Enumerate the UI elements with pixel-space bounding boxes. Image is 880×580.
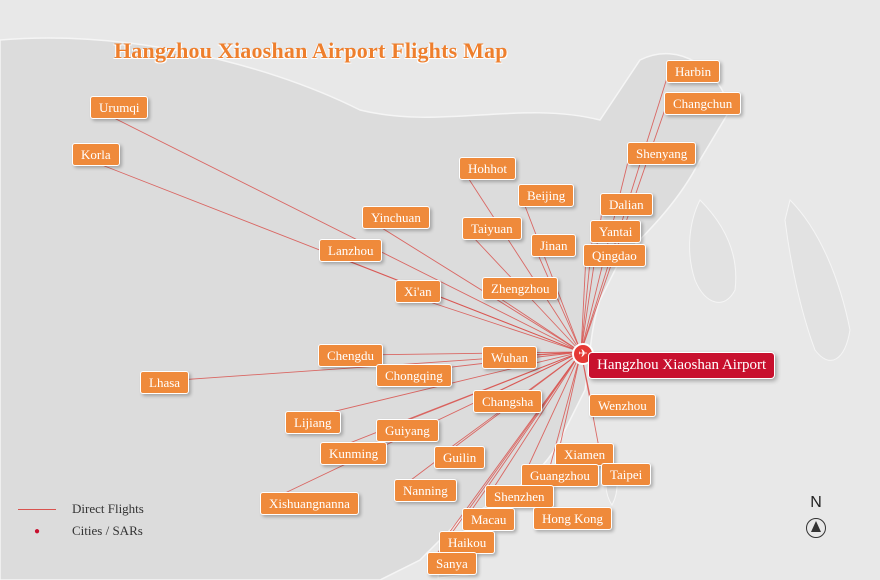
city-label-changchun[interactable]: Changchun: [664, 92, 742, 115]
route-line: [533, 245, 582, 353]
city-label-chengdu[interactable]: Chengdu: [318, 344, 383, 367]
city-label-taipei[interactable]: Taipei: [601, 463, 652, 486]
route-line: [396, 351, 582, 491]
route-line: [523, 351, 582, 476]
route-line: [92, 107, 582, 353]
city-label-wuhan[interactable]: Wuhan: [482, 346, 538, 369]
route-line: [429, 351, 582, 564]
city-label-guilin[interactable]: Guilin: [434, 446, 486, 469]
city-label-haikou[interactable]: Haikou: [439, 531, 496, 554]
city-label-shenyang[interactable]: Shenyang: [627, 142, 697, 165]
city-label-lijiang[interactable]: Lijiang: [285, 411, 341, 434]
city-label-yantai[interactable]: Yantai: [590, 220, 642, 243]
city-label-dalian[interactable]: Dalian: [600, 193, 653, 216]
city-label-jinan[interactable]: Jinan: [531, 234, 577, 257]
city-label-beijing[interactable]: Beijing: [518, 184, 575, 207]
city-label-xishuangnanna[interactable]: Xishuangnanna: [260, 492, 359, 515]
route-line-icon: [18, 508, 56, 510]
city-label-guangzhou[interactable]: Guangzhou: [521, 464, 599, 487]
legend-direct-flights-label: Direct Flights: [72, 501, 144, 516]
legend-cities: ● Cities / SARs: [18, 520, 144, 542]
route-line: [520, 195, 582, 353]
city-label-hohhot[interactable]: Hohhot: [459, 157, 516, 180]
city-label-macau[interactable]: Macau: [462, 508, 516, 531]
japan-islands: [784, 199, 851, 361]
city-label-hong-kong[interactable]: Hong Kong: [533, 507, 613, 530]
city-label-kunming[interactable]: Kunming: [320, 442, 388, 465]
map-legend: Direct Flights ● Cities / SARs: [18, 498, 144, 542]
city-label-chongqing[interactable]: Chongqing: [376, 364, 452, 387]
city-label-zhengzhou[interactable]: Zhengzhou: [482, 277, 559, 300]
city-label-urumqi[interactable]: Urumqi: [90, 96, 149, 119]
route-line: [464, 351, 582, 520]
legend-direct-flights: Direct Flights: [18, 498, 144, 520]
city-label-sanya[interactable]: Sanya: [427, 552, 477, 575]
route-line: [364, 217, 582, 353]
city-label-yinchuan[interactable]: Yinchuan: [362, 206, 430, 229]
city-label-korla[interactable]: Korla: [72, 143, 120, 166]
compass-north-label: N: [810, 494, 822, 511]
route-line: [557, 351, 582, 455]
city-label-lhasa[interactable]: Lhasa: [140, 371, 190, 394]
city-label-taiyuan[interactable]: Taiyuan: [462, 217, 522, 240]
city-label-nanning[interactable]: Nanning: [394, 479, 457, 502]
route-line: [461, 168, 582, 353]
city-label-lanzhou[interactable]: Lanzhou: [319, 239, 383, 262]
compass: N: [804, 494, 828, 538]
route-line: [580, 255, 587, 353]
map-title: Hangzhou Xiaoshan Airport Flights Map: [114, 38, 508, 63]
city-label-qingdao[interactable]: Qingdao: [583, 244, 646, 267]
route-line: [487, 351, 582, 497]
city-label-shenzhen[interactable]: Shenzhen: [485, 485, 554, 508]
route-line: [322, 351, 582, 454]
north-arrow-icon: [806, 518, 826, 538]
hub-label[interactable]: Hangzhou Xiaoshan Airport: [588, 352, 776, 379]
city-label-guiyang[interactable]: Guiyang: [376, 419, 439, 442]
city-dot-icon: ●: [33, 525, 41, 537]
city-label-changsha[interactable]: Changsha: [473, 390, 543, 413]
korea-peninsula: [689, 199, 737, 303]
city-label-harbin[interactable]: Harbin: [666, 60, 721, 83]
city-label-wenzhou[interactable]: Wenzhou: [589, 394, 656, 417]
legend-cities-label: Cities / SARs: [72, 523, 143, 538]
city-label-xian[interactable]: Xi'an: [395, 280, 441, 303]
